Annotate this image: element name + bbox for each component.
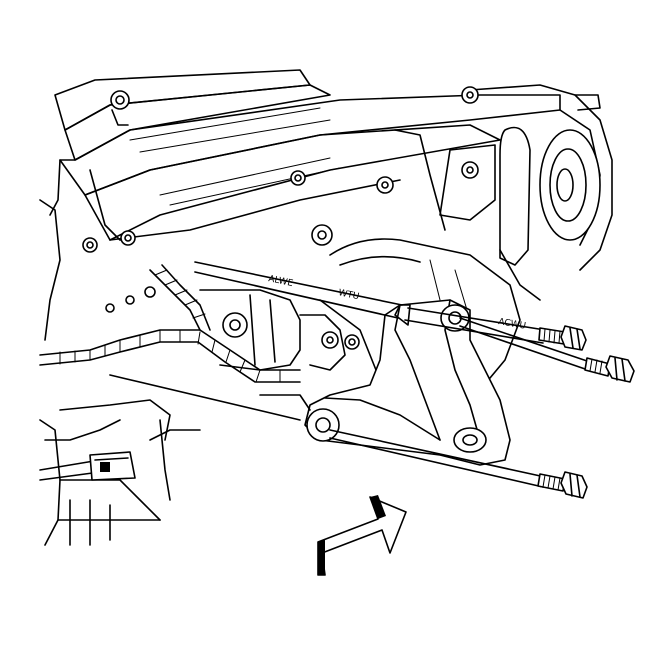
accessory-drive	[376, 84, 613, 301]
direction-arrow-icon	[317, 495, 407, 576]
manifold-text-2: WTU	[337, 288, 360, 302]
bolt-leader-lines	[109, 261, 591, 488]
starter-area	[199, 289, 360, 371]
block-fasteners	[82, 170, 306, 313]
engine-mount-bracket	[304, 299, 511, 466]
engine-upper-block	[49, 69, 561, 241]
bolt-icon	[537, 471, 588, 499]
bolt-icon	[538, 325, 587, 351]
manifold-markings: ALWE WTU ACWU	[267, 274, 526, 332]
bolt-text: ACWU	[497, 317, 526, 332]
manifold-text: ALWE	[267, 274, 294, 289]
oil-pan	[39, 199, 201, 546]
bolt-icon	[584, 355, 635, 383]
bell-housing	[311, 224, 521, 411]
